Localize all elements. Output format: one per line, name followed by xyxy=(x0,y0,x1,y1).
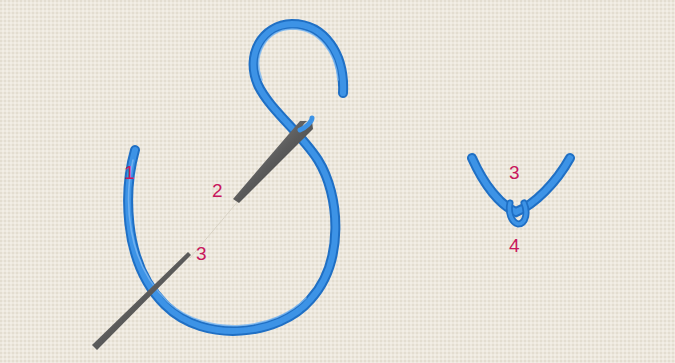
needle xyxy=(92,252,191,350)
callout-number: 3 xyxy=(509,163,520,183)
knot-detail xyxy=(472,158,570,224)
callout-number: 3 xyxy=(196,244,207,264)
needle xyxy=(233,118,313,203)
callout-number: 2 xyxy=(212,181,223,201)
callout-number: 1 xyxy=(124,163,135,183)
callout-number: 4 xyxy=(509,236,520,256)
